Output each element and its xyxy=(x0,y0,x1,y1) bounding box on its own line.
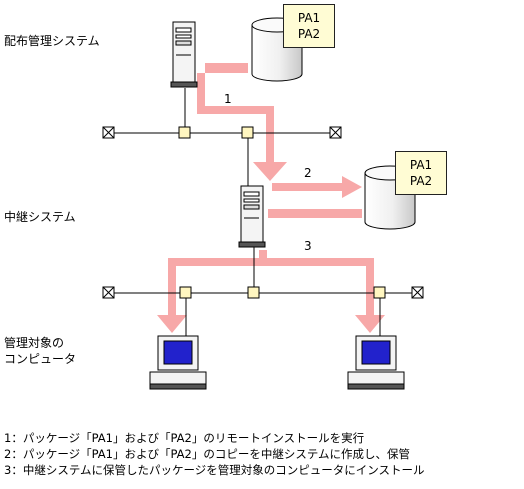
junction-node xyxy=(373,286,386,299)
legend-note-3: 3：中継システムに保管したパッケージを管理対象のコンピュータにインストール xyxy=(4,463,425,477)
distribution-system-label: 配布管理システム xyxy=(4,34,100,48)
arrow-step-2-return xyxy=(268,209,362,218)
relay-system-label: 中継システム xyxy=(4,210,76,224)
junction-node xyxy=(178,126,191,139)
package-box-top: PA1 PA2 xyxy=(283,4,335,48)
terminators xyxy=(102,126,424,299)
junction-node xyxy=(247,286,260,299)
step-label-3: 3 xyxy=(304,239,312,253)
junction-node xyxy=(179,286,192,299)
managed-computer-label-line2: コンピュータ xyxy=(4,352,77,366)
server-tower-relay xyxy=(238,185,266,248)
package-label: PA2 xyxy=(409,174,433,188)
step-label-1: 1 xyxy=(224,92,232,106)
computer-right xyxy=(347,335,405,390)
package-label: PA2 xyxy=(297,27,321,41)
arrow-step-1 xyxy=(197,63,287,181)
legend-note-1: 1：パッケージ「PA1」および「PA2」のリモートインストールを実行 xyxy=(4,431,365,445)
package-label: PA1 xyxy=(409,158,433,172)
computer-left xyxy=(149,335,207,390)
network xyxy=(109,88,418,336)
legend-notes: 1：パッケージ「PA1」および「PA2」のリモートインストールを実行 2：パッケ… xyxy=(4,430,425,478)
server-tower-top xyxy=(170,21,198,88)
package-box-relay: PA1 PA2 xyxy=(395,151,447,195)
terminator-lower-left xyxy=(102,286,115,299)
flow-arrows xyxy=(157,63,385,333)
terminator-upper-right xyxy=(329,126,342,139)
step-label-2: 2 xyxy=(304,166,312,180)
junction-node xyxy=(241,126,254,139)
arrow-step-3 xyxy=(157,250,385,333)
arrow-step-2 xyxy=(272,176,362,198)
managed-computer-label-line1: 管理対象の xyxy=(4,336,65,350)
junction-nodes xyxy=(178,126,386,299)
terminator-lower-right xyxy=(411,286,424,299)
legend-note-2: 2：パッケージ「PA1」および「PA2」のコピーを中継システムに作成し、保管 xyxy=(4,447,411,461)
package-label: PA1 xyxy=(297,11,321,25)
terminator-upper-left xyxy=(102,126,115,139)
